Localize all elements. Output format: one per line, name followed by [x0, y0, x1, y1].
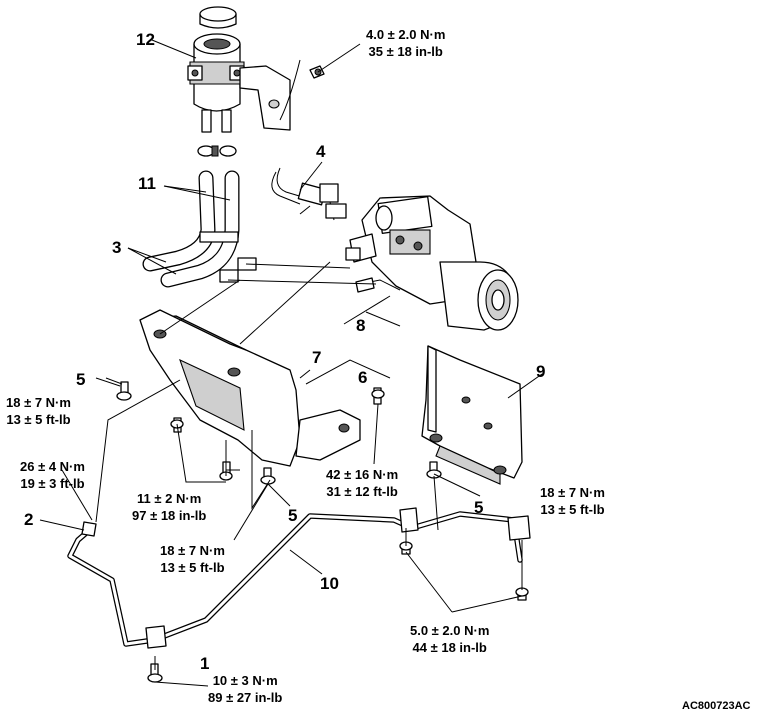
pump-motor-assembly [345, 195, 519, 331]
torque-metric: 18 ± 7 N·m [540, 485, 605, 500]
torque-metric: 26 ± 4 N·m [20, 459, 85, 474]
callout-9: 9 [536, 362, 546, 381]
torque-right-bolt: 18 ± 7 N·m 13 ± 5 ft-lb [540, 484, 605, 518]
reservoir-tank [187, 33, 245, 133]
callout-5-center: 5 [288, 506, 298, 525]
bolt-pump [371, 387, 385, 405]
callout-7: 7 [312, 348, 322, 367]
torque-imperial: 44 ± 18 in-lb [412, 640, 487, 655]
bolt-left [116, 381, 132, 401]
torque-bottom-bolt: 10 ± 3 N·m 89 ± 27 in-lb [208, 672, 282, 706]
torque-metric: 18 ± 7 N·m [6, 395, 71, 410]
torque-imperial: 19 ± 3 ft-lb [20, 476, 85, 491]
torque-pump-bolt: 42 ± 16 N·m 31 ± 12 ft-lb [326, 466, 398, 500]
callout-1: 1 [200, 654, 210, 673]
torque-flare-nut: 26 ± 4 N·m 19 ± 3 ft-lb [20, 458, 85, 492]
callout-12: 12 [136, 30, 155, 49]
callout-8: 8 [356, 316, 366, 335]
torque-imperial: 13 ± 5 ft-lb [6, 412, 71, 427]
reservoir-bolt [309, 65, 325, 79]
torque-metric: 10 ± 3 N·m [212, 673, 278, 688]
torque-center-bolt: 18 ± 7 N·m 13 ± 5 ft-lb [160, 542, 225, 576]
callout-6: 6 [358, 368, 368, 387]
torque-bracket-bolts: 11 ± 2 N·m 97 ± 18 in-lb [132, 490, 206, 524]
torque-reservoir-bolt: 4.0 ± 2.0 N·m 35 ± 18 in-lb [366, 26, 445, 60]
torque-metric: 4.0 ± 2.0 N·m [366, 27, 446, 42]
mounting-bracket [139, 309, 361, 467]
hose-fittings [219, 257, 257, 283]
callout-4: 4 [316, 142, 326, 161]
pressure-pipe [67, 507, 531, 649]
suction-hoses [142, 170, 240, 288]
callout-10: 10 [320, 574, 339, 593]
torque-imperial: 31 ± 12 ft-lb [326, 484, 398, 499]
torque-imperial: 13 ± 5 ft-lb [540, 502, 605, 517]
reservoir-cap [199, 6, 237, 29]
torque-metric: 5.0 ± 2.0 N·m [410, 623, 490, 638]
reservoir-bracket [239, 65, 291, 131]
torque-metric: 42 ± 16 N·m [326, 467, 399, 482]
hose-clamps [197, 145, 237, 157]
torque-imperial: 13 ± 5 ft-lb [160, 560, 225, 575]
torque-left-bolt: 18 ± 7 N·m 13 ± 5 ft-lb [6, 394, 71, 428]
bolt-center [260, 467, 276, 485]
callout-3: 3 [112, 238, 122, 257]
callout-11: 11 [138, 174, 156, 193]
callout-5-left: 5 [76, 370, 86, 389]
callout-2: 2 [24, 510, 34, 529]
callout-5-right: 5 [474, 498, 484, 517]
figure-code: AC800723AC [682, 700, 751, 712]
torque-metric: 11 ± 2 N·m [137, 491, 202, 506]
torque-imperial: 89 ± 27 in-lb [208, 690, 283, 705]
torque-imperial: 97 ± 18 in-lb [132, 508, 207, 523]
torque-clamp-bolts: 5.0 ± 2.0 N·m 44 ± 18 in-lb [410, 622, 489, 656]
torque-imperial: 35 ± 18 in-lb [368, 44, 443, 59]
torque-metric: 18 ± 7 N·m [160, 543, 225, 558]
bolt-right [426, 461, 442, 479]
wiring-harness [271, 167, 347, 221]
pump-bracket [421, 345, 523, 485]
